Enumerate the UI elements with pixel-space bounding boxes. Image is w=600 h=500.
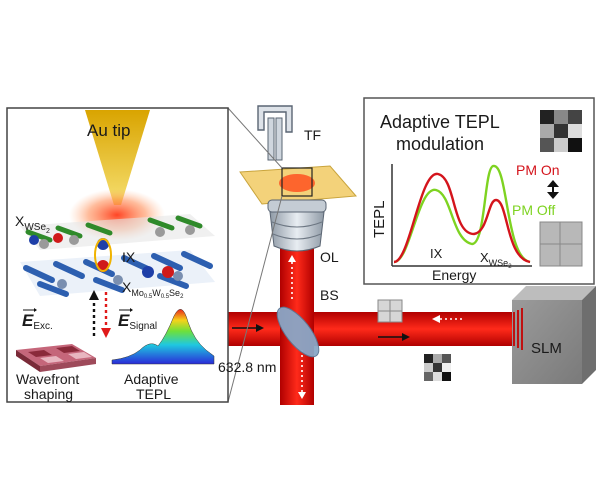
spectrum-inset: [363, 97, 595, 285]
horizontal-beam: [215, 312, 525, 346]
slm-label: SLM: [531, 340, 562, 357]
au-tip: [85, 110, 150, 205]
slm-cube: [512, 286, 596, 384]
spectrum-title-1: Adaptive TEPL: [380, 112, 500, 132]
adaptive-label-2: TEPL: [136, 386, 171, 402]
au-tip-label: Au tip: [87, 121, 130, 140]
zoom-box: [281, 167, 313, 197]
pm-on-curve: [393, 172, 531, 264]
wavefront-label-1: Wavefront: [16, 371, 79, 387]
adaptive-label-1: Adaptive: [124, 371, 179, 387]
beam-splitter: [276, 306, 320, 358]
y-axis-label: TEPL: [371, 200, 388, 238]
x-peak-label: XWSe2: [480, 250, 512, 270]
x-mowse2-label: XMo0.5W0.5Se2: [122, 279, 184, 300]
wavelength-label: 632.8 nm: [218, 359, 276, 375]
wavefront-pattern: [16, 344, 96, 372]
e-exc-label: EExc.: [22, 311, 53, 332]
bs-label: BS: [320, 287, 339, 303]
wse2-layer: [20, 214, 215, 250]
x-wse2-label: XWSe2: [15, 213, 50, 235]
pm-on-mask: [540, 110, 582, 152]
pm-on-label: PM On: [516, 162, 560, 178]
switch-arrows-icon: [547, 180, 559, 187]
adaptive-spectrum: [111, 309, 215, 365]
ol-label: OL: [320, 249, 339, 265]
objective-lens: [267, 199, 327, 252]
nano-tip-inset: [6, 107, 229, 403]
pm-off-curve: [393, 164, 531, 264]
pm-off-label: PM Off: [512, 202, 555, 218]
wavefront-label-2: shaping: [24, 386, 73, 402]
mask-pattern-lower: [424, 354, 451, 381]
e-signal-label: ESignal: [118, 311, 157, 332]
x-axis-label: Energy: [432, 267, 476, 283]
pm-off-mask: [539, 221, 583, 267]
mask-pattern-upper: [377, 299, 403, 323]
ix-label-left: IX: [122, 249, 136, 265]
tuning-fork: [257, 105, 293, 161]
ix-peak-label: IX: [430, 246, 443, 261]
tf-label: TF: [304, 127, 321, 143]
spectrum-title-2: modulation: [396, 134, 484, 154]
